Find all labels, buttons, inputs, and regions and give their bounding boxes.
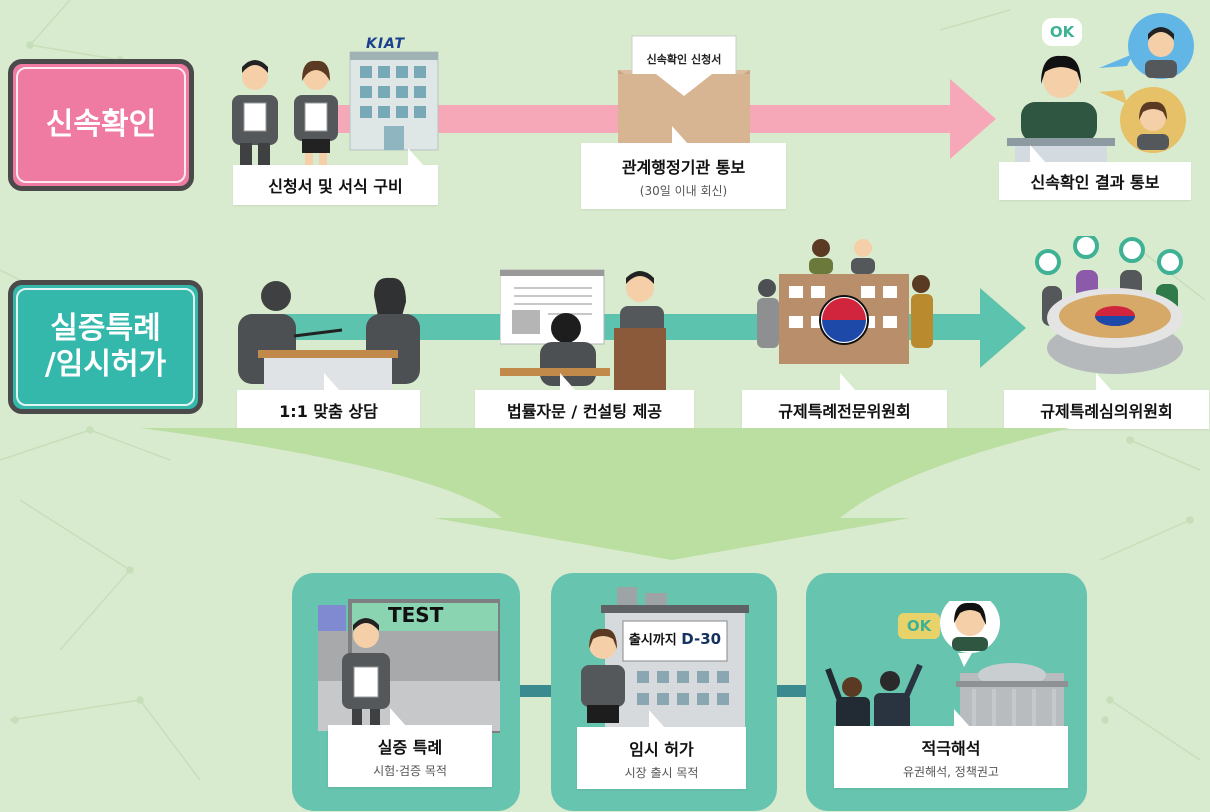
launch-countdown-sign: 출시까지 D-30	[623, 629, 727, 648]
label-pointer	[954, 709, 970, 727]
step-agency-notice: 관계행정기관 통보 (30일 이내 회신)	[581, 143, 786, 209]
deliberation-committee-illustration	[1035, 236, 1183, 374]
ok-tag: OK	[898, 613, 940, 639]
celebration-illustration	[825, 601, 1068, 731]
expert-committee-illustration	[757, 239, 933, 364]
test-sign: TEST	[388, 603, 444, 627]
launch-countdown-days: D-30	[681, 630, 722, 648]
label-pointer	[324, 373, 340, 391]
card-connector	[515, 685, 555, 697]
label-pointer	[649, 710, 665, 728]
test-facility-illustration	[318, 599, 500, 733]
step-deliberation-committee: 규제특례심의위원회	[1004, 390, 1209, 429]
outcome-permit-label-box: 임시 허가 시장 출시 목적	[577, 727, 746, 789]
label-pointer	[560, 373, 576, 391]
step-legal-advice-label: 법률자문 / 컨설팅 제공	[506, 401, 663, 421]
step-consultation-label: 1:1 맞춤 상담	[279, 401, 378, 421]
fast-check-badge-text: 신속확인	[45, 107, 157, 142]
legal-advice-illustration	[500, 269, 666, 392]
step-application-ready: 신청서 및 서식 구비	[233, 165, 438, 205]
outcome-card-active-interpretation: OK 적극해석 유권해석, 정책권고	[806, 573, 1087, 811]
step-consultation: 1:1 맞춤 상담	[237, 390, 420, 429]
launch-countdown-prefix: 출시까지	[628, 633, 682, 648]
woman-figure	[294, 60, 338, 165]
ok-tag-text: OK	[906, 617, 932, 635]
outcome-demonstration-label-box: 실증 특례 시험·검증 목적	[328, 725, 492, 787]
regulatory-sandbox-badge: 실증특례 /임시허가	[8, 280, 203, 414]
label-pointer	[1096, 373, 1112, 391]
consultation-illustration	[238, 277, 420, 390]
label-pointer	[672, 126, 688, 144]
ok-bubble: OK	[1042, 18, 1082, 46]
kiat-logo: KIAT	[366, 36, 406, 52]
outcome-demonstration-label: 실증 특례	[377, 737, 443, 757]
card-connector	[775, 685, 810, 697]
envelope-document-text: 신속확인 신청서	[646, 53, 722, 66]
applicants-illustration	[232, 60, 338, 165]
funnel-arrow	[140, 428, 1070, 560]
step-legal-advice: 법률자문 / 컨설팅 제공	[475, 390, 694, 429]
step-expert-committee: 규제특례전문위원회	[742, 390, 947, 429]
launch-building-illustration	[581, 587, 749, 731]
step-result-notice: 신속확인 결과 통보	[999, 162, 1191, 200]
step-agency-notice-sub: (30일 이내 회신)	[639, 183, 728, 198]
outcome-interpretation-sub: 유권해석, 정책권고	[903, 764, 999, 779]
outcome-interpretation-label: 적극해석	[921, 738, 981, 758]
ok-bubble-text: OK	[1049, 23, 1075, 41]
step-expert-committee-label: 규제특례전문위원회	[778, 401, 911, 421]
man-figure	[232, 60, 278, 165]
outcome-permit-label: 임시 허가	[629, 739, 694, 759]
regulatory-sandbox-badge-line2: /임시허가	[44, 347, 167, 382]
outcome-interpretation-label-box: 적극해석 유권해석, 정책권고	[834, 726, 1068, 788]
kiat-building	[349, 51, 439, 151]
label-pointer	[390, 708, 406, 726]
step-application-ready-label: 신청서 및 서식 구비	[268, 177, 403, 196]
operator-illustration	[1007, 13, 1194, 168]
regulatory-sandbox-badge-line1: 실증특례	[50, 311, 161, 346]
step-agency-notice-label: 관계행정기관 통보	[621, 157, 746, 177]
label-pointer	[408, 148, 424, 166]
fast-check-badge: 신속확인	[8, 59, 194, 191]
label-pointer	[840, 373, 856, 391]
outcome-permit-sub: 시장 출시 목적	[624, 765, 699, 780]
outcome-card-temporary-permit: 출시까지 D-30 임시 허가 시장 출시 목적	[551, 573, 777, 811]
label-pointer	[1030, 145, 1046, 163]
outcome-card-demonstration: TEST 실증 특례 시험·검증 목적	[292, 573, 520, 811]
outcome-demonstration-sub: 시험·검증 목적	[373, 763, 447, 778]
step-deliberation-committee-label: 규제특례심의위원회	[1040, 401, 1173, 421]
step-result-notice-label: 신속확인 결과 통보	[1030, 173, 1160, 192]
